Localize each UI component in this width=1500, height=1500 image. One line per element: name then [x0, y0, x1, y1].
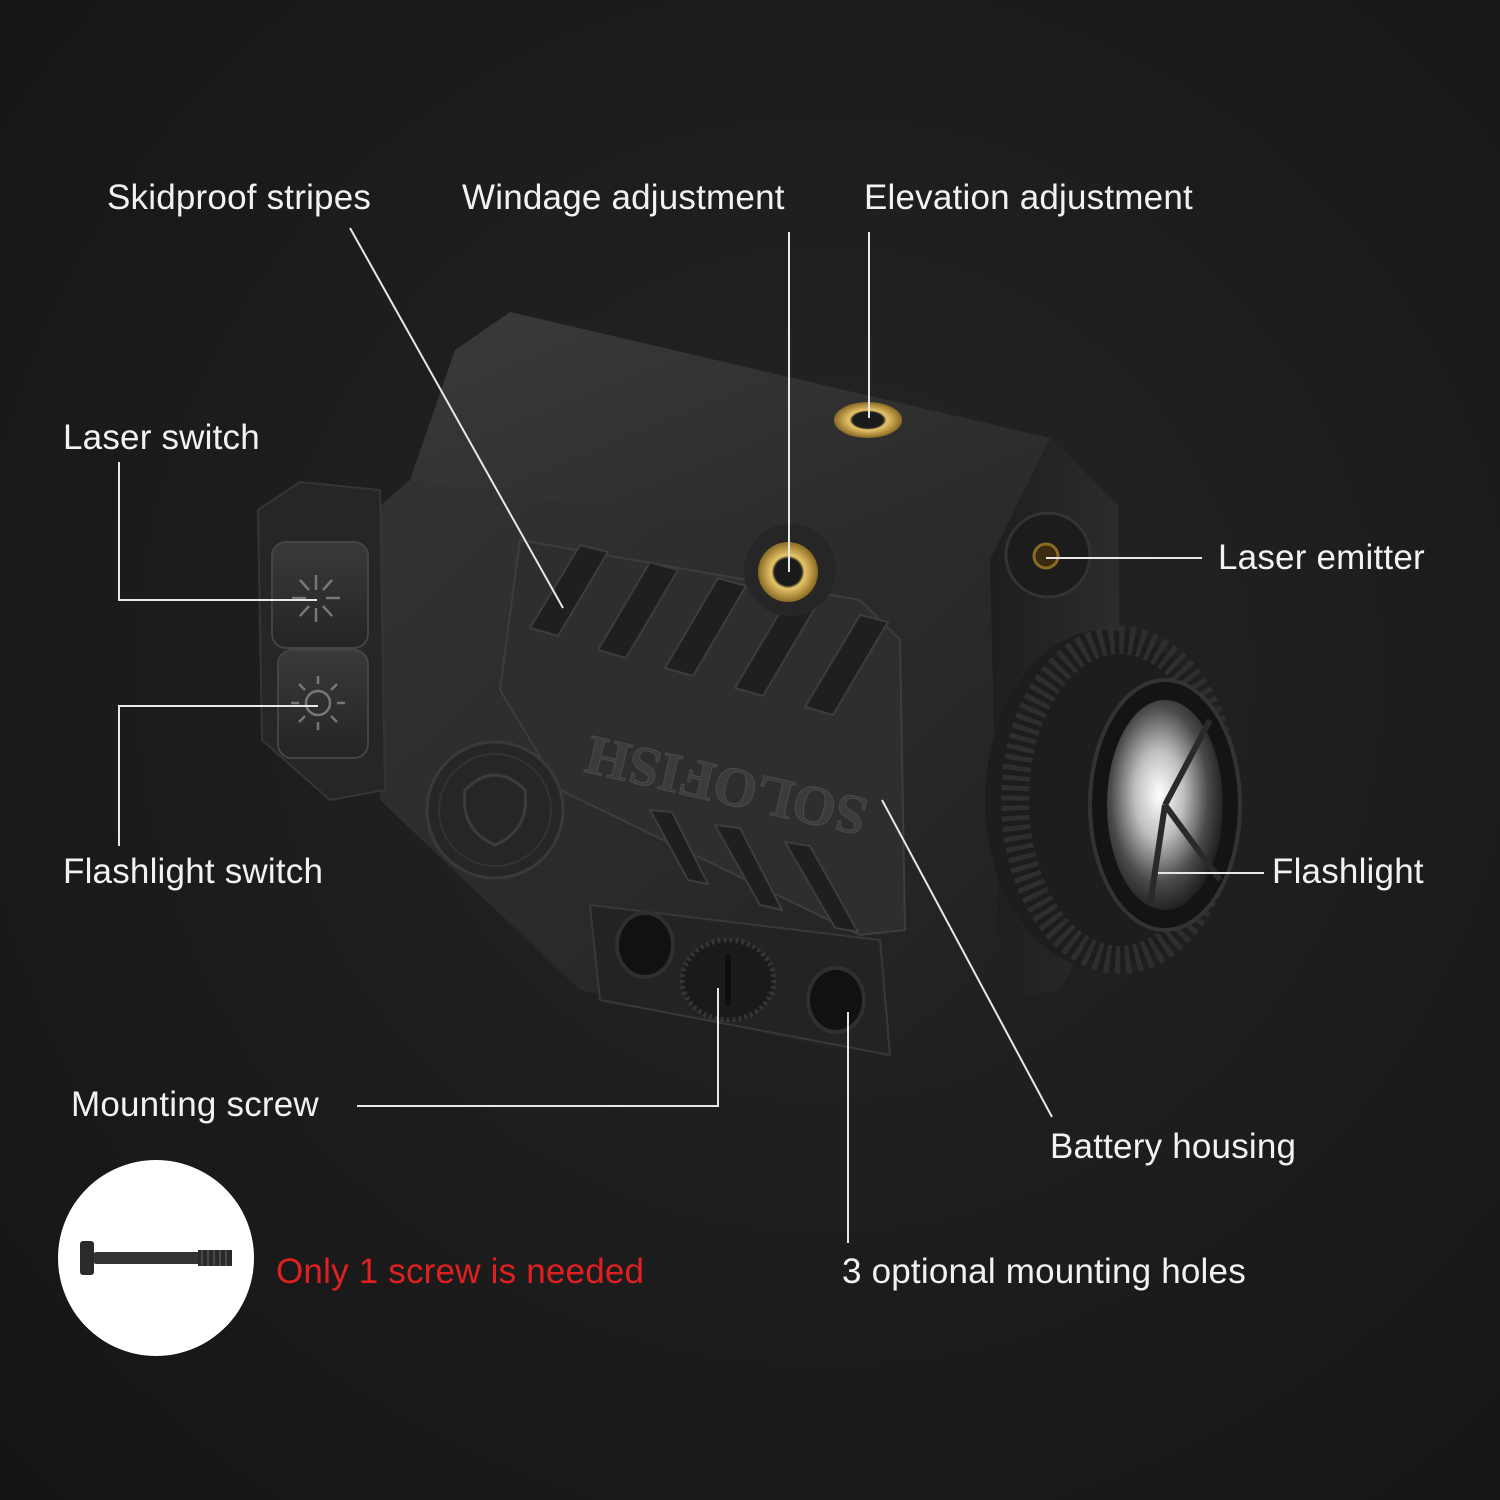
laser-emitter-aperture [1004, 511, 1092, 599]
leader-lines [118, 227, 1264, 1243]
callout-elevation-adjustment: Elevation adjustment [864, 178, 1193, 217]
callout-flashlight-switch: Flashlight switch [63, 852, 324, 891]
battery-housing-panel [498, 538, 907, 937]
sun-icon [291, 676, 345, 730]
screw-note: Only 1 screw is needed [276, 1252, 645, 1291]
emblem-icon [425, 740, 565, 880]
elevation-knob[interactable] [834, 402, 902, 438]
laser-switch-button[interactable] [271, 541, 369, 649]
callout-mounting-screw: Mounting screw [71, 1085, 319, 1124]
leader-laser-switch [118, 462, 317, 601]
screw-icon [80, 1241, 232, 1275]
screw-inset [58, 1160, 254, 1356]
callout-windage-adjustment: Windage adjustment [462, 178, 785, 217]
callout-battery-housing: Battery housing [1050, 1127, 1297, 1166]
laser-burst-icon [292, 575, 340, 622]
callout-laser-emitter: Laser emitter [1218, 538, 1425, 577]
callout-laser-switch: Laser switch [63, 418, 260, 457]
leader-mounting-screw [357, 988, 719, 1107]
mounting-bracket [588, 903, 892, 1057]
leader-flashlight-switch [118, 705, 318, 846]
leader-skidproof [349, 227, 564, 609]
callout-mounting-holes: 3 optional mounting holes [842, 1252, 1246, 1291]
flashlight-head [985, 626, 1242, 974]
callout-skidproof-stripes: Skidproof stripes [107, 178, 372, 217]
device-top-face [410, 312, 1118, 600]
callout-flashlight: Flashlight [1272, 852, 1424, 891]
skidproof-stripes [528, 543, 890, 934]
leader-battery-housing [881, 799, 1053, 1118]
flashlight-switch-button[interactable] [277, 649, 369, 759]
